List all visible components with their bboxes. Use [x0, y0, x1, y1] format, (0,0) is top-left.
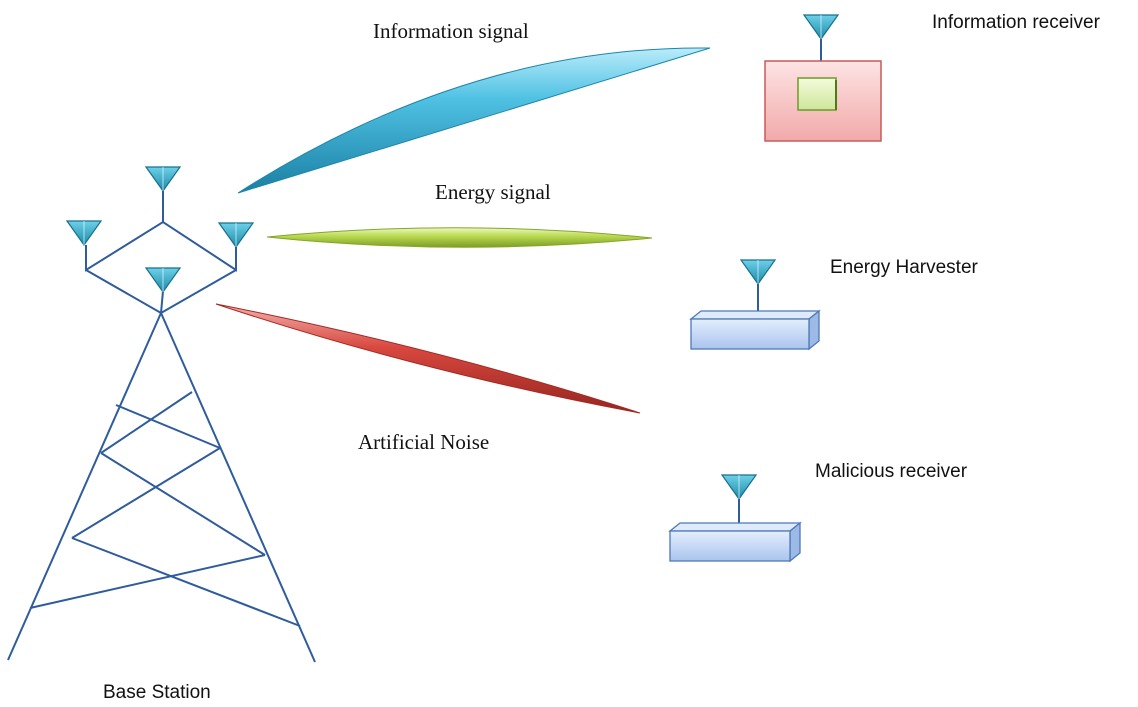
artificial-noise-beam [215, 303, 641, 414]
malicious-receiver-antenna-icon [721, 474, 757, 500]
information-signal-label: Information signal [373, 19, 529, 43]
base-station-antenna-icon [66, 220, 102, 246]
information-receiver-antenna-icon [803, 14, 839, 40]
energy-signal-label: Energy signal [435, 180, 551, 204]
information-signal-beam [237, 47, 711, 194]
energy-harvester-antenna-icon [740, 259, 776, 285]
energy-harvester [689, 282, 821, 351]
energy-harvester-label: Energy Harvester [830, 257, 979, 278]
artificial-noise-label: Artificial Noise [358, 430, 489, 454]
malicious-receiver-label: Malicious receiver [815, 461, 968, 482]
information-receiver-label: Information receiver [932, 12, 1101, 33]
information-receiver [764, 37, 882, 142]
base-station-antenna-icon [218, 222, 254, 248]
energy-signal-beam [266, 227, 653, 248]
base-station-label: Base Station [103, 682, 211, 703]
base-station-antenna-icon [145, 267, 181, 293]
base-station-tower [7, 190, 316, 663]
malicious-receiver [668, 497, 802, 563]
base-station-antenna-icon [145, 166, 181, 192]
